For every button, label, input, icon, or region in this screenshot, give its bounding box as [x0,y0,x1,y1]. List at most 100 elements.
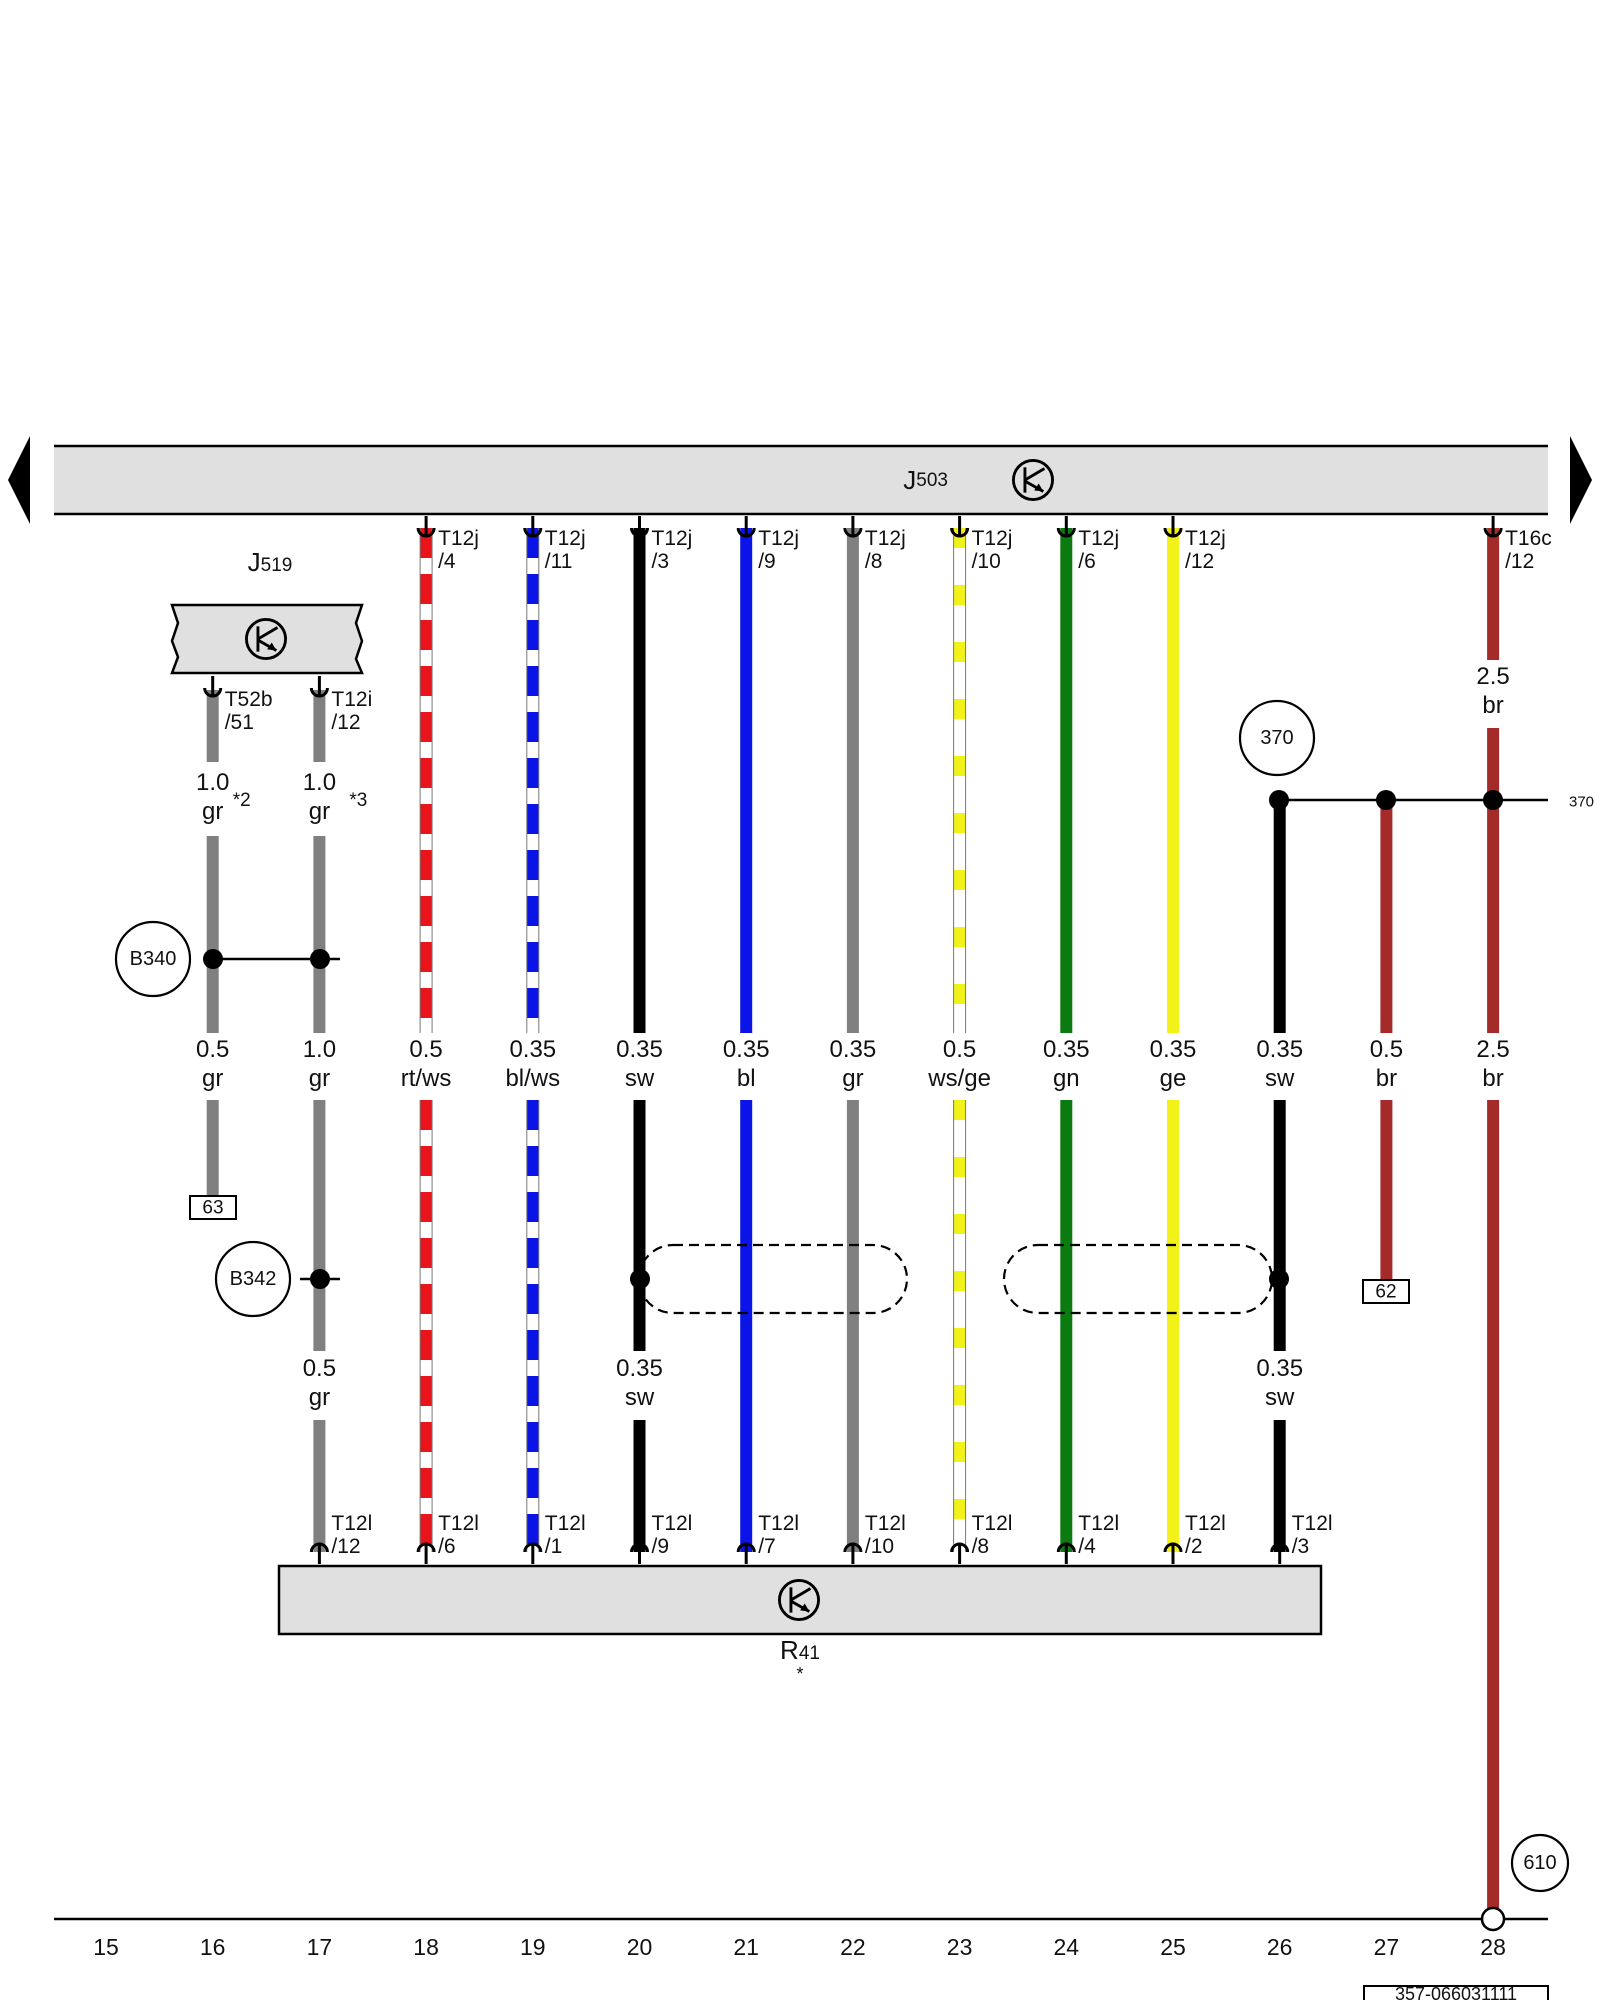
column-number: 15 [93,1934,119,1960]
wire-gauge: 1.0 [303,769,336,796]
connector-c20-pin-label: T12j [652,527,693,550]
connector-b20-pin-label: T12l [652,1512,693,1535]
junction-dot [1269,790,1289,810]
r41-label: R41 [780,1635,820,1665]
circle-references: B340 B342 370 610 370 [114,699,1594,1893]
wire-gauge: 1.0 [303,1036,336,1063]
connector-b21-pin-label: T12l [758,1512,799,1535]
connector-terminal-icon [1056,516,1076,538]
wire-footnote: *2 [233,790,251,811]
connector-c23-pin-label: T12j [972,527,1013,550]
column-number: 17 [307,1934,333,1960]
junction-dot [1269,1269,1289,1289]
connector-b22-pin-number: /10 [865,1535,894,1558]
wire-gauge: 2.5 [1476,663,1509,690]
connector-terminal-icon [736,1542,756,1564]
box-ref-62: 62 [1362,1279,1410,1304]
wire-label: 2.5br [1476,1036,1509,1092]
wire-gauge: 0.35 [1256,1036,1303,1063]
j519-body [170,603,364,675]
connector-b19-pin-label: T12l [545,1512,586,1535]
junctions [203,790,1506,1932]
connector-c18-pin-label: T12j [438,527,479,550]
wire-label: 1.0gr*3 [303,769,368,825]
wire-label: 0.5gr [303,1355,336,1411]
wire-color-code: gr [842,1065,863,1092]
connector-terminal-icon [736,516,756,538]
connector-b21-pin-number: /7 [758,1535,776,1558]
ref-610-label: 610 [1523,1852,1556,1874]
wire-color-code: bl/ws [505,1065,560,1092]
column-number: 18 [413,1934,439,1960]
wire-gauge: 0.5 [196,1036,229,1063]
junction-dot [1483,790,1503,810]
box-references: 63 62 [189,1195,1410,1304]
j503-control-unit: J503 [8,436,1592,524]
connector-b23-pin-number: /8 [972,1535,990,1558]
connectors: T12j/4T12j/11T12j/3T12j/9T12j/8T12j/10T1… [203,516,1552,1564]
connector-c19-pin-number: /11 [545,550,573,573]
junction-dot [630,1269,650,1289]
ground-point-610 [1480,1906,1506,1932]
wire-color-code: rt/ws [401,1065,452,1092]
wire-labels: 0.5gr1.0gr0.5rt/ws0.35bl/ws0.35sw0.35bl0… [196,663,1510,1411]
wire-color-code: br [1482,1065,1503,1092]
j519-control-unit: J519 [170,547,364,675]
wire-color-code: gr [309,1384,330,1411]
connector-terminal-icon [416,1542,436,1564]
column-number: 23 [947,1934,973,1960]
r41-component: R41 * [277,1564,1323,1684]
connector-terminal-icon [1163,516,1183,538]
shield-outline [637,1243,909,1315]
connector-c17-pin-label: T12i [331,688,372,711]
wire-gauge: 0.35 [830,1036,877,1063]
column-number: 20 [627,1934,653,1960]
junction-dot [310,1269,330,1289]
connector-terminal-icon [843,516,863,538]
connector-terminal-icon [523,1542,543,1564]
wire-color-code: sw [1265,1065,1295,1092]
wire-color-code: gr [309,1065,330,1092]
connector-c25-pin-label: T12j [1185,527,1226,550]
column-number: 24 [1054,1934,1080,1960]
wire-label: 0.5br [1370,1036,1403,1092]
wire-label: 1.0gr [303,1036,336,1092]
connector-b17-pin-label: T12l [331,1512,372,1535]
shielding [637,1243,1274,1315]
junction-dot [203,949,223,969]
connector-terminal-icon [630,1542,649,1564]
wire-gauge: 0.5 [943,1036,976,1063]
connector-b24-pin-number: /4 [1078,1535,1096,1558]
connector-terminal-icon [1483,516,1503,538]
right-arrow-icon [1570,436,1592,524]
wire-color-code: ge [1160,1065,1187,1092]
connector-terminal-icon [309,676,329,698]
wire-gauge: 0.35 [1256,1355,1303,1382]
wire-gauge: 0.5 [303,1355,336,1382]
wire-color-code: bl [737,1065,756,1092]
column-number: 25 [1160,1934,1186,1960]
connector-terminal-icon [950,516,970,538]
connector-b18-pin-label: T12l [438,1512,479,1535]
wire-label: 1.0gr*2 [196,769,251,825]
wire-gauge: 0.35 [616,1355,663,1382]
connector-b25-pin-number: /2 [1185,1535,1203,1558]
bus-lines [54,798,1548,1921]
wire-label: 0.5ws/ge [927,1036,991,1092]
connector-b19-pin-number: /1 [545,1535,563,1558]
connector-terminal-icon [950,1542,970,1564]
ref-b340: B340 [114,920,192,998]
connector-b18-pin-number: /6 [438,1535,456,1558]
offpage-ref-370: 370 [1569,794,1594,811]
diagram-id: 357-066031111 [1363,1984,1549,2000]
ref-b340-label: B340 [130,948,177,970]
r41-note: * [796,1664,803,1684]
wire-gauge: 0.35 [616,1036,663,1063]
